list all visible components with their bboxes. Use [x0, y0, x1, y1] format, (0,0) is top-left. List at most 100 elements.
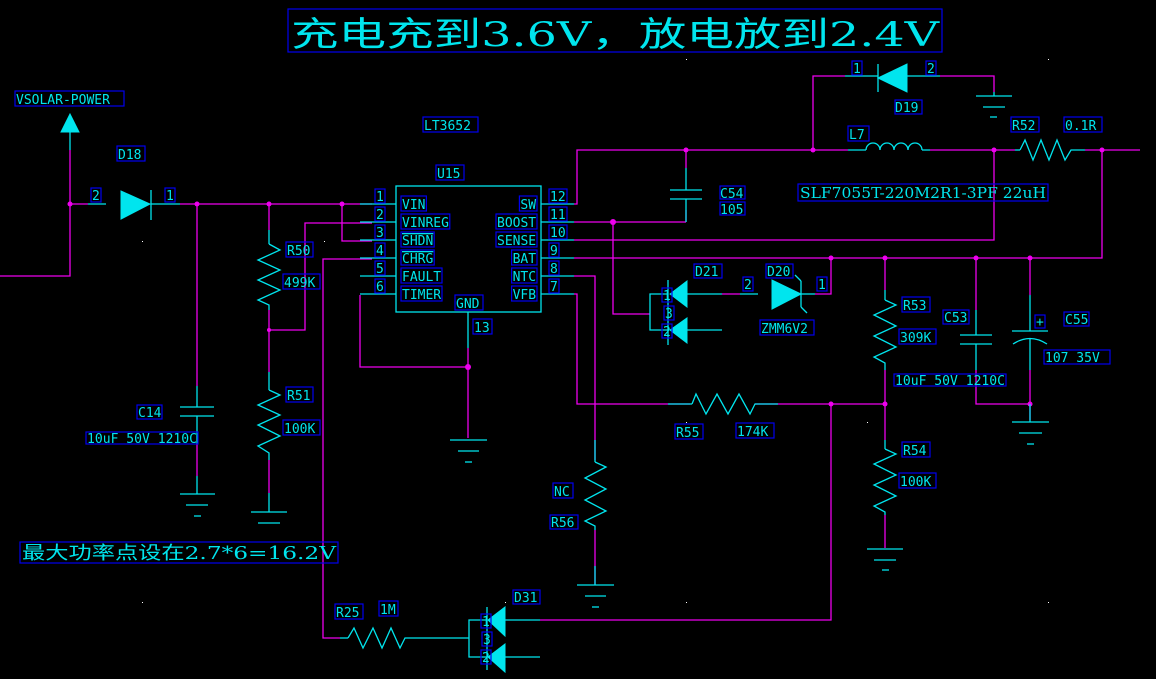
ic-part-number: LT3652 [424, 119, 471, 134]
ground-icon [976, 92, 1012, 118]
diode-d18[interactable]: D18 2 1 [88, 145, 180, 220]
ic-pin-num: 10 [550, 226, 566, 241]
ic-pin-num: 2 [376, 208, 384, 223]
r25-value: 1M [380, 603, 396, 618]
ground-icon [450, 439, 487, 463]
d20-ref: D20 [767, 265, 790, 280]
resistor-r50[interactable]: R50 499K [256, 230, 321, 310]
d20-pin-1: 1 [818, 278, 826, 293]
power-arrow-icon [60, 112, 80, 133]
diode-d19[interactable]: 1 2 D19 [845, 60, 940, 116]
d21-pin-2: 2 [663, 325, 671, 340]
resistor-r53[interactable]: R53 309K [872, 290, 937, 370]
resistor-r51[interactable]: R51 100K [256, 372, 321, 460]
ground-icon [867, 548, 903, 571]
resistor-r56[interactable]: NC R56 [549, 440, 608, 585]
r53-value: 309K [900, 331, 931, 346]
r56-value: NC [554, 485, 570, 500]
r52-ref: R52 [1012, 119, 1035, 134]
r56-ref: R56 [551, 516, 574, 531]
ic-pin-name: SHDN [402, 234, 433, 249]
resistor-r55[interactable]: R55 174K [668, 392, 778, 441]
title-note-text: 充电充到3.6V，放电放到2.4V [291, 15, 941, 55]
capacitor-c14[interactable]: C14 10uF 50V 1210C [85, 386, 214, 494]
r51-ref: R51 [287, 389, 310, 404]
zener-d20[interactable]: 2 1 D20 ZMM6V2 [740, 263, 828, 337]
c53-ref: C53 [944, 311, 967, 326]
c54-value: 105 [720, 203, 743, 218]
ground-icon [577, 584, 614, 608]
ic-pin-gnd-name: GND [456, 297, 480, 312]
capacitor-c53[interactable]: C53 10uF 50V 1210C [893, 309, 1007, 389]
grid-dots [142, 59, 1049, 603]
c54-ref: C54 [720, 187, 744, 202]
c53-value: 10uF 50V 1210C [895, 374, 1005, 389]
ic-u15[interactable]: LT3652 U15 1VIN2VINREG3SHDN4CHRG5FAULT6T… [360, 116, 574, 348]
c55-ref: C55 [1065, 313, 1088, 328]
resistor-r52[interactable]: R52 0.1R [1010, 116, 1103, 162]
ic-pin-name: BOOST [497, 216, 536, 231]
l7-ref: L7 [849, 128, 865, 143]
d18-ref: D18 [118, 148, 141, 163]
ic-pin-name: VINREG [402, 216, 449, 231]
vsolar-power-label: VSOLAR-POWER [16, 93, 110, 108]
ic-pin-num: 1 [376, 190, 384, 205]
d21-ref: D21 [695, 265, 718, 280]
r52-value: 0.1R [1065, 119, 1096, 134]
d18-pin-2: 2 [92, 189, 100, 204]
l7-value: SLF7055T-220M2R1-3PF 22uH [800, 184, 1046, 202]
ic-pin-num: 6 [376, 280, 384, 295]
resistor-r54[interactable]: R54 100K [872, 440, 937, 515]
d18-pin-1: 1 [166, 189, 174, 204]
d21-pin-3: 3 [665, 307, 673, 322]
ic-pin-num: 11 [550, 208, 566, 223]
ic-pin-num: 5 [376, 262, 384, 277]
capacitor-c54[interactable]: C54 105 [670, 168, 746, 222]
r50-ref: R50 [287, 244, 310, 259]
ic-pin-num: 8 [550, 262, 558, 277]
ic-pin-name: TIMER [402, 288, 441, 303]
ic-pin-name: NTC [513, 270, 536, 285]
c55-value: 107 35V [1045, 351, 1100, 366]
d31-ref: D31 [514, 591, 537, 606]
inductor-l7[interactable]: L7 SLF7055T-220M2R1-3PF 22uH [797, 125, 1049, 202]
d20-value: ZMM6V2 [761, 322, 808, 337]
d31-pin-2: 2 [482, 651, 490, 666]
capacitor-c55[interactable]: + C55 107 35V [1012, 295, 1111, 370]
ic-pin-name: FAULT [402, 270, 441, 285]
ground-icon [251, 493, 287, 524]
ground-icon [1012, 404, 1049, 445]
ic-pin-num: 7 [550, 280, 558, 295]
d19-ref: D19 [895, 101, 918, 116]
ic-pin-num: 3 [376, 226, 384, 241]
ic-pin-num: 9 [550, 244, 558, 259]
ic-pin-num: 12 [550, 190, 566, 205]
ic-pin-name: SW [520, 198, 536, 213]
resistor-r25[interactable]: R25 1M [334, 600, 437, 650]
mppt-note: 最大功率点设在2.7*6=16.2V [19, 541, 339, 564]
c14-value: 10uF 50V 1210C [87, 432, 197, 447]
r51-value: 100K [284, 422, 315, 437]
ic-pin-name: VFB [513, 288, 537, 303]
wires [0, 75, 1140, 639]
d19-pin-2: 2 [927, 62, 935, 77]
r54-value: 100K [900, 475, 931, 490]
r55-ref: R55 [676, 426, 699, 441]
r53-ref: R53 [903, 299, 926, 314]
ic-pin-num: 4 [376, 244, 384, 259]
ic-pin-name: BAT [513, 252, 537, 267]
diode-d21[interactable]: 1 3 2 D21 [649, 263, 740, 345]
ic-pin-name: SENSE [497, 234, 536, 249]
title-note: 充电充到3.6V，放电放到2.4V [287, 8, 943, 55]
d31-pin-3: 3 [483, 633, 491, 648]
diode-d31[interactable]: 1 3 2 D31 [437, 589, 541, 674]
vsolar-power-port: VSOLAR-POWER [14, 90, 125, 150]
ic-pin-13-num: 13 [474, 321, 490, 336]
